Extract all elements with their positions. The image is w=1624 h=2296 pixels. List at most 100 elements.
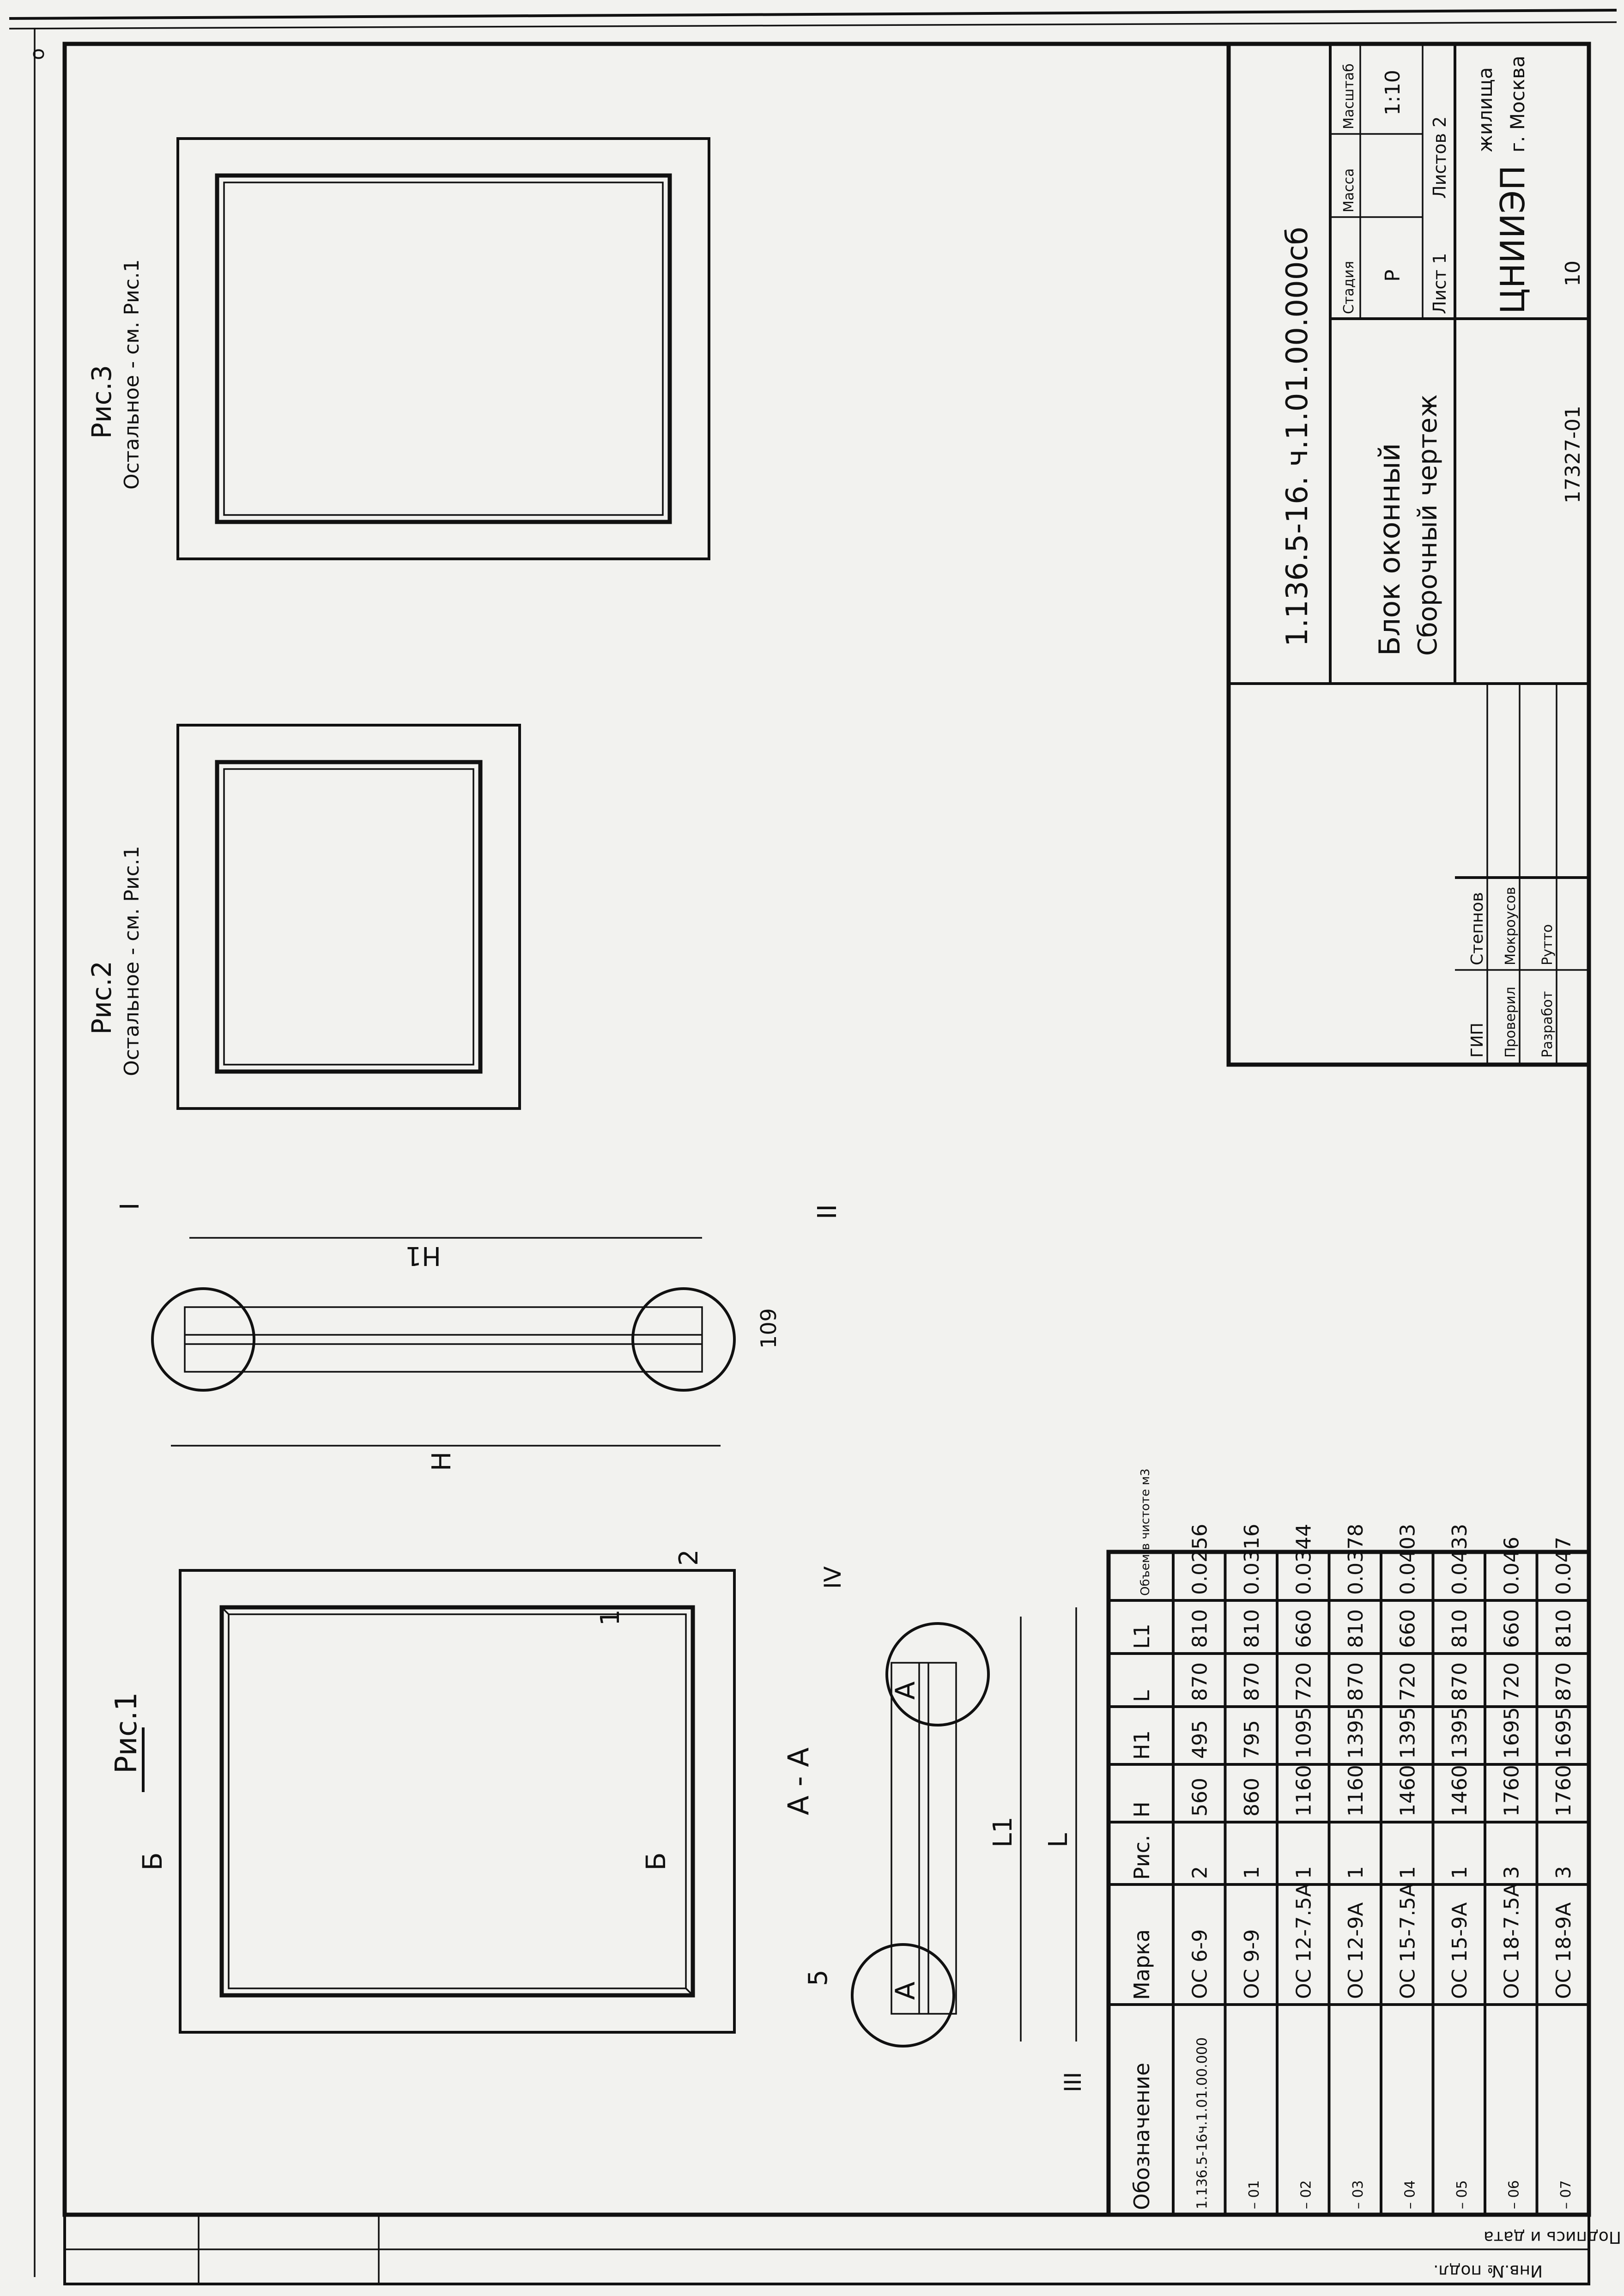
table-header-cell: Объем в чистоте м3 [1139,1468,1152,1596]
fig2-note: Остальное - см. Рис.1 [120,846,144,1076]
table-cell: 720 [1396,1662,1419,1701]
table-header-cell: L1 [1129,1624,1154,1649]
stage-header: Стадия [1341,261,1357,314]
dim-L: L [1043,1833,1073,1848]
org-suffix: жилища [1474,67,1497,152]
sig-role-1: Проверил [1503,987,1519,1058]
title-block: 1.136.5-16. ч.1.01.00.000сб Блок оконный… [1226,42,1591,1067]
table-cell: – 07 [1558,2180,1574,2209]
table-cell: ОС 12-7.5А [1292,1883,1315,1999]
org-city: г. Москва [1506,55,1529,152]
spec-table: Обозначение Марка Рис. H H1 L L1 Объем в чистот… [1106,1468,1591,2217]
sheets-label: Листов 2 [1430,116,1450,199]
stage-value: Р [1381,269,1405,282]
title-line2: Сборочный чертеж [1413,394,1443,656]
pos-5-label: 5 [803,1969,833,1986]
table-cell: 0.0378 [1344,1524,1368,1595]
table-cell: 810 [1188,1609,1212,1648]
table-header-cell: H [1129,1801,1154,1817]
table-cell: 660 [1396,1609,1419,1648]
table-cell: 1760 [1552,1765,1576,1817]
scale-value: 1:10 [1381,70,1405,115]
table-cell: ОС 15-9А [1448,1902,1472,1999]
table-cell: 1 [1396,1866,1419,1879]
table-cell: 795 [1240,1720,1264,1759]
table-cell: 1695 [1500,1707,1523,1759]
table-cell: 810 [1240,1609,1264,1648]
sig-role-2: Разработ [1539,991,1556,1058]
table-cell: ОС 6-9 [1188,1929,1212,1999]
table-cell: – 01 [1246,2180,1262,2209]
table-cell: 1 [1344,1866,1368,1879]
table-cell: – 02 [1298,2180,1314,2209]
table-cell: ОС 18-9А [1552,1902,1576,1999]
fig3-title: Рис.3 [86,365,117,439]
table-cell: 1395 [1448,1707,1472,1759]
table-cell: ОС 12-9А [1344,1902,1368,1999]
table-cell: ОС 18-7.5А [1500,1883,1523,1999]
table-cell: 1 [1292,1866,1315,1879]
section-title: А - А [782,1747,815,1815]
inv-label: Инв.№ подл. [1433,2261,1543,2280]
dim-109: 109 [756,1308,781,1349]
table-cell: 1760 [1500,1765,1523,1817]
archive-number: 17327-01 [1561,406,1585,503]
table-cell: 0.0433 [1448,1524,1472,1595]
table-header-cell: Обозначение [1129,2063,1154,2210]
table-cell: 1460 [1448,1765,1472,1817]
node-III: III [1060,2072,1086,2092]
fig3-note: Остальное - см. Рис.1 [120,259,144,490]
table-cell: 560 [1188,1778,1212,1817]
table-cell: ОС 9-9 [1240,1929,1264,1999]
table-cell: 720 [1292,1662,1315,1701]
binding-strip: Инв.№ подл. Подпись и дата [63,2213,1621,2285]
table-cell: 1160 [1344,1765,1368,1817]
table-cell: 810 [1448,1609,1472,1648]
table-cell: – 04 [1402,2180,1418,2209]
table-cell: – 05 [1454,2180,1470,2209]
figure-1: Рис.1 1 2 5 А А Б Б [109,1549,921,2034]
sig-name-0: Степнов [1468,892,1487,965]
dim-L1: L1 [988,1817,1018,1848]
table-cell: 0.0316 [1240,1524,1264,1595]
table-cell: 1395 [1344,1707,1368,1759]
sig-name-1: Мокроусов [1503,887,1519,965]
vertical-section: H H1 109 I II [115,1202,842,1471]
table-cell: 870 [1344,1662,1368,1701]
sign-date-label: Подпись и дата [1484,2228,1621,2247]
table-cell: 0.047 [1552,1537,1576,1595]
figure-2: Рис.2 Остальное - см. Рис.1 [86,724,521,1110]
table-cell: 1095 [1292,1707,1315,1759]
table-cell: 870 [1188,1662,1212,1701]
table-cell: 660 [1292,1609,1315,1648]
corner-mark: о [26,48,48,60]
drawing-number: 1.136.5-16. ч.1.01.00.000сб [1280,227,1315,647]
scale-header: Масштаб [1341,63,1357,129]
table-cell: 660 [1500,1609,1523,1648]
table-cell: 1.136.5-16ч.1.01.00.000 [1194,2037,1210,2209]
table-cell: 2 [1188,1866,1212,1879]
sig-name-2: Рутто [1539,924,1556,965]
figure-3: Рис.3 Остальное - см. Рис.1 [86,137,710,560]
cut-b-right: Б [640,1852,672,1871]
fig2-title: Рис.2 [86,961,117,1035]
table-header-cell: Марка [1129,1929,1154,2000]
table-cell: – 03 [1350,2180,1366,2209]
table-cell: 3 [1500,1866,1523,1879]
title-line1: Блок оконный [1373,443,1406,656]
cut-b-left: Б [137,1852,168,1871]
table-cell: 1695 [1552,1707,1576,1759]
table-header-cell: H1 [1129,1730,1154,1760]
table-cell: ОС 15-7.5А [1396,1883,1419,1999]
table-cell: 860 [1240,1778,1264,1817]
table-header-cell: Рис. [1129,1835,1154,1880]
table-cell: 0.0403 [1396,1524,1419,1595]
sheet-border [62,42,1591,2217]
pos-1-label: 1 [595,1609,625,1626]
mass-header: Масса [1341,168,1357,212]
table-cell: 1 [1240,1866,1264,1879]
table-header-cell: L [1129,1690,1154,1702]
node-I: I [115,1202,145,1210]
table-cell: 3 [1552,1866,1576,1879]
